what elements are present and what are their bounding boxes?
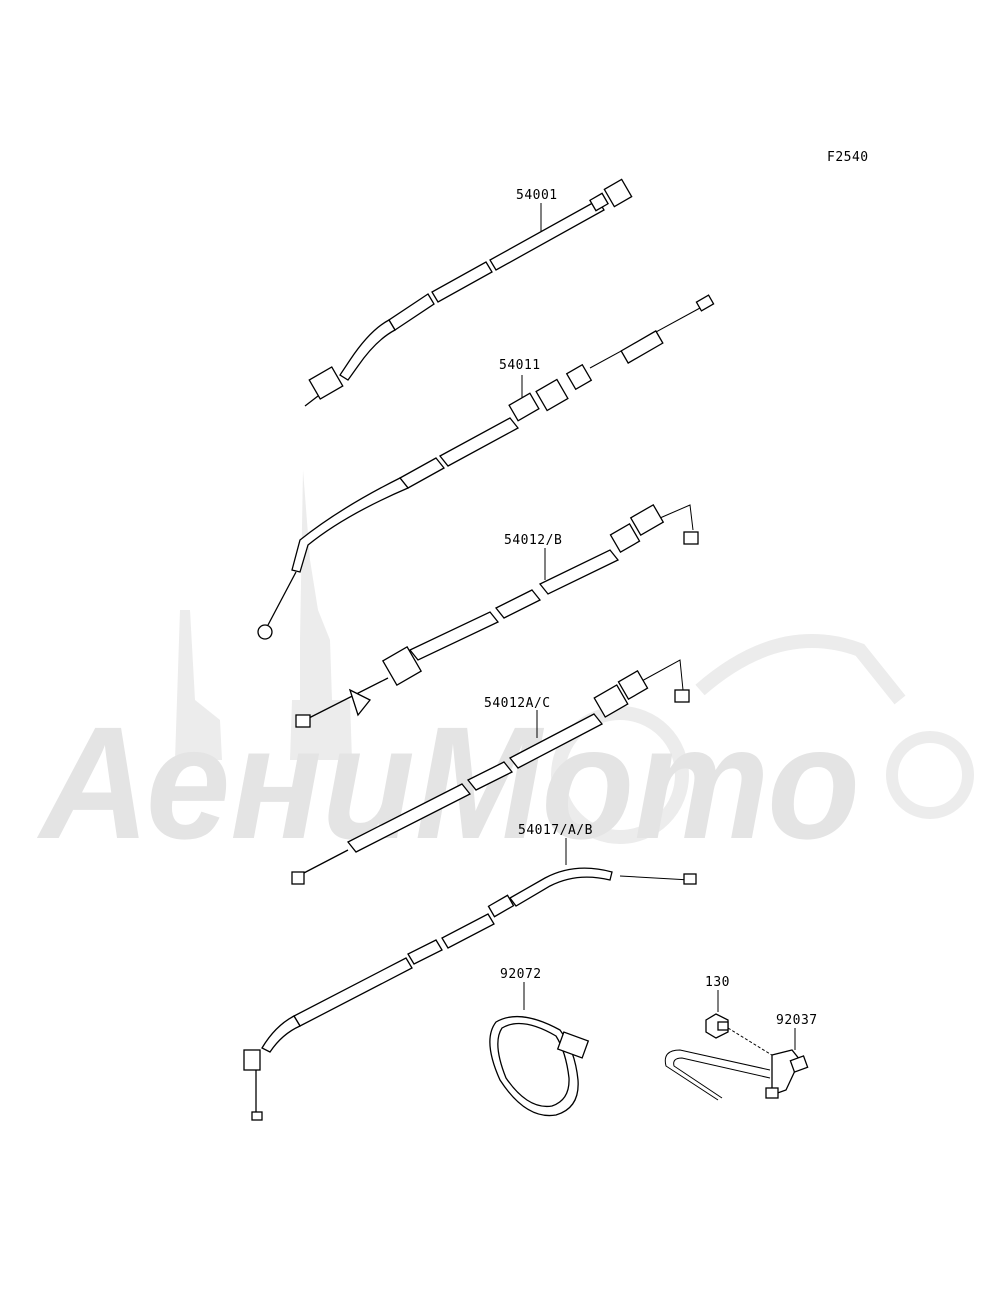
part-92037-drawing — [664, 1028, 809, 1101]
part-label-54012-b: 54012/B — [504, 533, 562, 548]
part-54011-drawing — [257, 294, 715, 640]
part-label-130: 130 — [705, 975, 730, 990]
part-label-92037: 92037 — [776, 1013, 818, 1028]
watermark-text: АениМото — [36, 693, 860, 872]
watermark-front-wheel-icon — [551, 706, 689, 844]
part-label-54017-a-b: 54017/A/B — [518, 823, 593, 838]
part-130-drawing — [705, 990, 776, 1058]
part-54001-drawing — [304, 178, 633, 407]
watermark-bike-frame-icon — [695, 634, 906, 705]
watermark-rear-wheel-icon — [886, 731, 974, 819]
part-92072-drawing — [489, 982, 590, 1117]
figure-code: F2540 — [827, 150, 869, 165]
watermark-building-icon — [175, 610, 222, 760]
watermark: АениМото — [36, 470, 974, 872]
part-54017-a-b-drawing — [243, 838, 697, 1121]
part-label-54011: 54011 — [499, 358, 541, 373]
part-54012a-c-drawing — [291, 659, 690, 885]
part-label-54001: 54001 — [516, 188, 558, 203]
part-label-92072: 92072 — [500, 967, 542, 982]
part-54012-b-drawing — [295, 503, 699, 728]
part-label-54012a-c: 54012A/C — [484, 696, 551, 711]
